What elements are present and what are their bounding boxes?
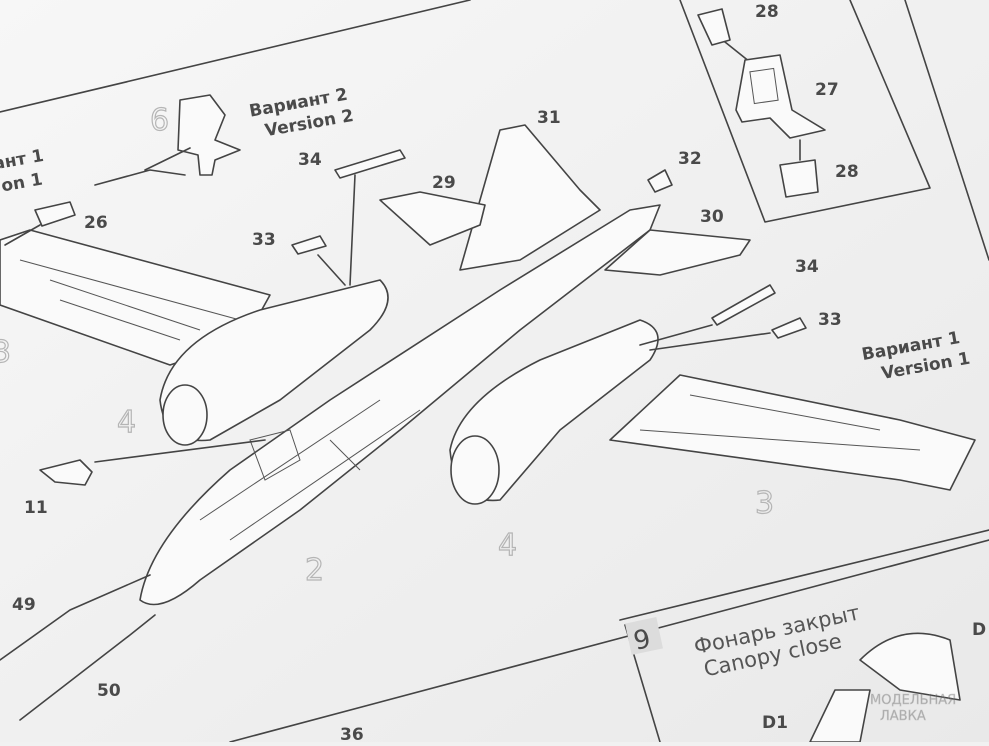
part-label: D	[972, 620, 986, 640]
part-label: 49	[12, 595, 36, 615]
part-label: 33	[818, 310, 842, 330]
part-label: 31	[537, 108, 561, 128]
frame-line-bottom	[229, 539, 989, 743]
part-11	[39, 459, 93, 486]
pitot-tubes	[0, 574, 156, 721]
part-33-left	[291, 235, 327, 255]
inset-box-border	[679, 0, 931, 223]
right-wing	[609, 374, 976, 491]
part-26	[34, 201, 76, 227]
ejector-seat-part	[177, 94, 241, 176]
part-label: 27	[815, 80, 839, 100]
part-29-stabilizer	[379, 191, 486, 246]
part-34-left	[334, 149, 406, 179]
watermark-line1: МОДЕЛЬНАЯ	[870, 693, 956, 708]
part-label: 50	[97, 681, 121, 701]
part-28-bottom	[779, 159, 819, 198]
fuselage	[139, 204, 661, 606]
component-ref: 2	[305, 553, 324, 588]
step9-badge	[625, 617, 663, 655]
part-32	[647, 169, 673, 193]
part-label: 28	[755, 2, 779, 22]
component-ref: 4	[498, 528, 517, 563]
watermark-line2: ЛАВКА	[880, 709, 926, 724]
part-label: 29	[432, 173, 456, 193]
component-ref: 6	[150, 103, 169, 138]
part-label: 32	[678, 149, 702, 169]
part-label: D1	[762, 713, 788, 733]
part-28-top	[697, 8, 731, 46]
part-27	[735, 54, 826, 139]
step9-number: 9	[631, 624, 653, 657]
part-label: 11	[24, 498, 48, 518]
watermark-logo: МОДЕЛЬНАЯ ЛАВКА	[870, 693, 957, 725]
part-label: 34	[795, 257, 819, 277]
left-engine-intake	[162, 384, 208, 446]
component-ref: 3	[755, 486, 774, 521]
cockpit	[249, 429, 301, 481]
part-34-right	[711, 284, 776, 326]
component-ref: 4	[117, 405, 136, 440]
part-label: 30	[700, 207, 724, 227]
canopy-part	[859, 632, 961, 701]
frame-line-top	[0, 0, 471, 113]
part-label: 34	[298, 150, 322, 170]
part-label: 33	[252, 230, 276, 250]
part-30-stabilizer	[604, 229, 751, 276]
part-label: 26	[84, 213, 108, 233]
right-engine-intake	[450, 435, 500, 505]
part-label: 36	[340, 725, 364, 742]
part-33-right	[771, 317, 807, 339]
component-ref: 3	[0, 335, 11, 370]
part-label: 28	[835, 162, 859, 182]
frame-line-right	[904, 0, 989, 261]
tail-fin	[459, 124, 601, 271]
step9-box-top	[619, 529, 989, 621]
